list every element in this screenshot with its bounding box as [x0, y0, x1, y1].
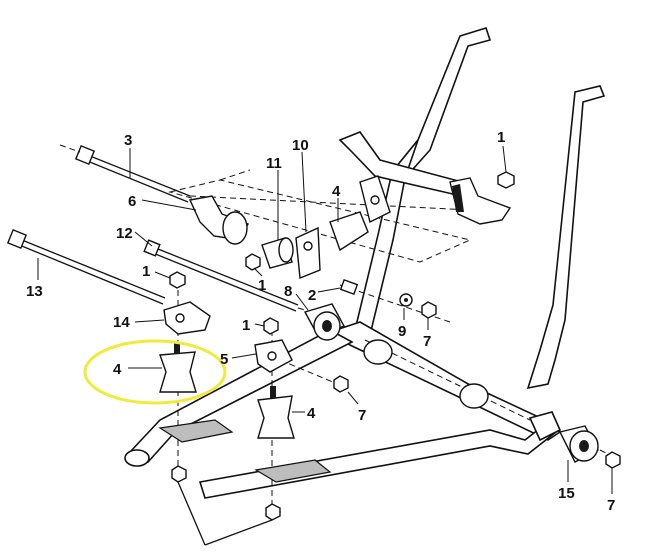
nut-7-mid — [333, 375, 349, 393]
assembly-outline — [168, 179, 472, 263]
frame-upright-right — [526, 85, 606, 390]
callout-9: 9 — [398, 323, 406, 340]
assembly-outline-2 — [219, 169, 251, 181]
callout-3: 3 — [124, 132, 132, 149]
nut-7-right — [421, 301, 437, 319]
callout-5: 5 — [220, 351, 228, 368]
frame-bottom-rail — [198, 420, 558, 499]
plate-10 — [295, 226, 321, 279]
bracket-14 — [163, 301, 211, 335]
bushings — [303, 303, 621, 469]
callout-4-top: 4 — [332, 183, 341, 200]
callout-8: 8 — [284, 283, 292, 300]
callout-10: 10 — [292, 137, 309, 154]
leader-lines — [37, 145, 613, 494]
callout-2: 2 — [308, 287, 316, 304]
callout-1-top: 1 — [497, 129, 505, 146]
nut-1-mid — [245, 253, 261, 271]
mount-4-highlighted — [159, 351, 197, 393]
base-plate-left — [158, 419, 234, 443]
spacer-2 — [339, 279, 359, 295]
callout-7-bottom: 7 — [607, 497, 615, 514]
nut-7-bottom — [605, 451, 621, 469]
nut-bottom-right — [265, 503, 281, 521]
sleeve-right — [459, 383, 489, 409]
callout-4-lower: 4 — [307, 405, 316, 422]
base-plate-right — [254, 459, 332, 483]
nut-1-lower — [263, 317, 279, 335]
highlight-ellipse — [83, 339, 227, 405]
mount-4-upper — [329, 211, 369, 252]
callout-13: 13 — [26, 283, 43, 300]
nut-bottom-left — [171, 465, 187, 483]
frame-front-loop — [128, 329, 354, 464]
callout-7-mid: 7 — [358, 407, 366, 424]
callout-11: 11 — [266, 155, 282, 172]
callout-7-right: 7 — [423, 333, 431, 350]
callout-1-left: 1 — [142, 263, 150, 280]
frame-rear-bracket — [528, 411, 562, 442]
callout-4-highlighted: 4 — [113, 361, 122, 378]
callout-1-lower: 1 — [242, 317, 250, 334]
frame-tube-end — [124, 449, 150, 467]
nut-1-left — [169, 271, 186, 289]
callout-12: 12 — [116, 225, 133, 242]
callout-1-mid: 1 — [258, 277, 266, 294]
callout-6: 6 — [128, 193, 136, 210]
callout-14: 14 — [113, 314, 130, 331]
callout-labels: 1 3 10 11 4 6 12 1 1 2 8 13 14 1 9 7 4 5… — [26, 129, 615, 514]
bolt-12 — [147, 244, 299, 306]
upper-mount-assembly — [188, 171, 515, 319]
sleeve-left — [363, 339, 393, 365]
nut-1-top — [497, 171, 515, 189]
bolts — [6, 144, 621, 505]
lower-mounts — [158, 271, 349, 546]
mount-4-lower — [257, 395, 295, 439]
bolt-13 — [11, 235, 166, 299]
callout-15: 15 — [558, 485, 575, 502]
clamp-bracket — [449, 177, 512, 225]
bolt-3 — [79, 151, 191, 197]
